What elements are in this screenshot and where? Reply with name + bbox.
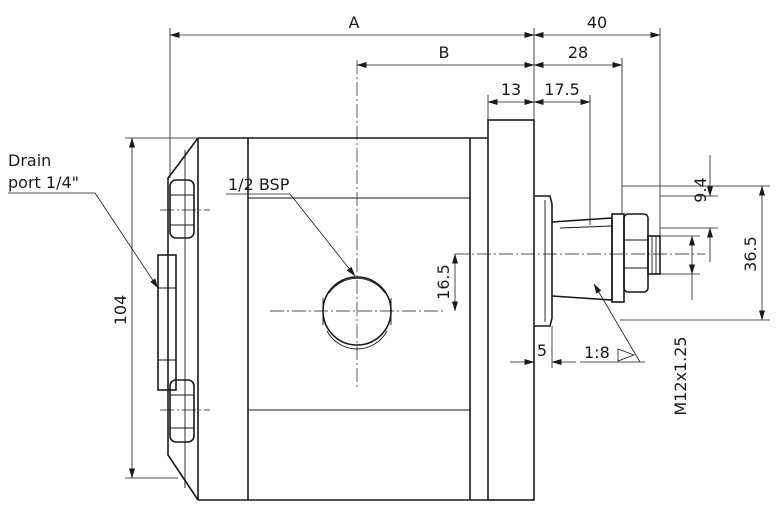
- nut: [623, 213, 649, 293]
- dim-16-5-label: 16.5: [434, 264, 453, 300]
- dim-b-label: B: [439, 43, 450, 62]
- bsp-port: [270, 60, 445, 390]
- drain-boss: [157, 254, 177, 391]
- lower-bolt: [160, 379, 210, 443]
- dim-36-5-label: 36.5: [741, 236, 760, 272]
- dim-9-4-label: 9.4: [691, 177, 710, 202]
- dimensions: A B 40 28 13 17.5 9.4 36.5 M12x1.25: [8, 13, 770, 479]
- dim-thread-label: M12x1.25: [671, 336, 690, 415]
- bsp-leader: [289, 193, 356, 277]
- thread-end: [647, 235, 661, 275]
- dim-5-label: 5: [537, 341, 547, 360]
- drain-label-line1: Drain: [8, 151, 51, 170]
- dim-104-label: 104: [111, 295, 130, 326]
- dim-28-label: 28: [568, 43, 588, 62]
- washer: [611, 213, 625, 303]
- shaft-assembly: [534, 195, 661, 327]
- taper-leader: [593, 283, 641, 363]
- drain-leader: [94, 192, 159, 289]
- spigot: [534, 195, 553, 327]
- bsp-label: 1/2 BSP: [228, 175, 290, 194]
- rear-cover-outline: [167, 137, 199, 501]
- pump-body: [157, 60, 705, 501]
- taper-symbol: [617, 348, 636, 362]
- taper-label: 1:8: [584, 343, 610, 362]
- drain-label-line2: port 1/4": [8, 173, 79, 192]
- upper-bolt: [160, 179, 210, 239]
- dim-a-label: A: [349, 13, 360, 32]
- dim-17-5-label: 17.5: [544, 80, 580, 99]
- dim-40-label: 40: [587, 13, 607, 32]
- dim-13-label: 13: [501, 80, 521, 99]
- mounting-flange: [487, 119, 535, 501]
- taper-shaft: [551, 217, 613, 301]
